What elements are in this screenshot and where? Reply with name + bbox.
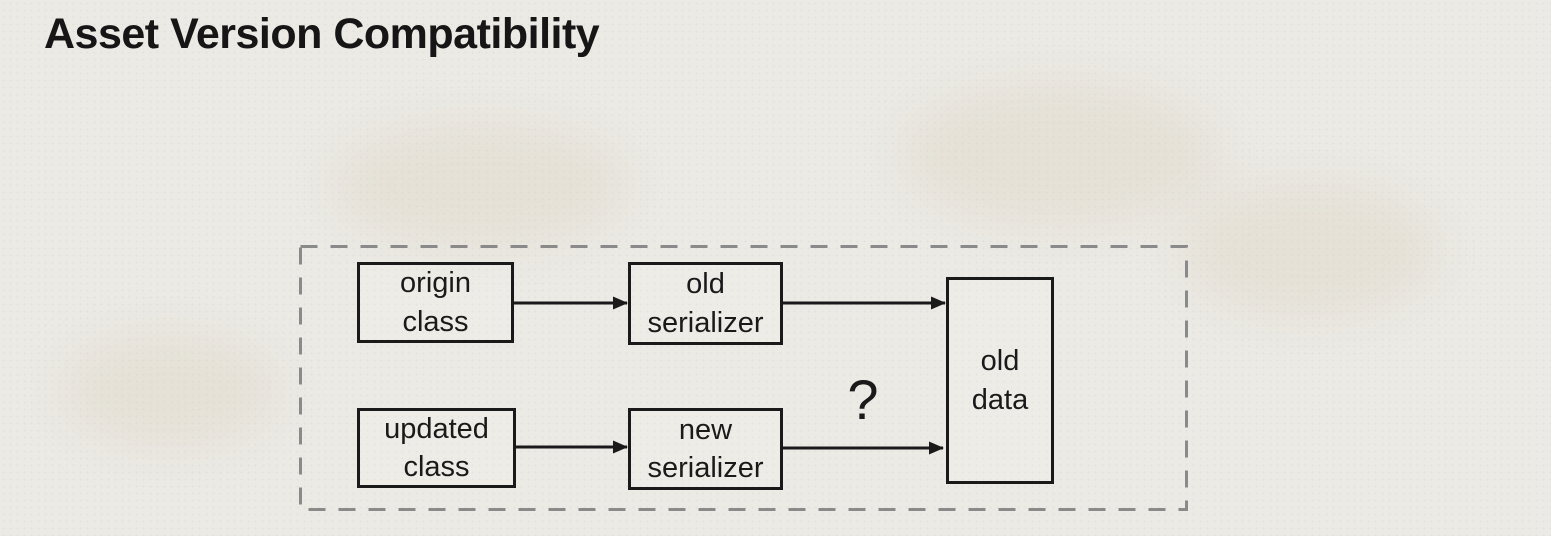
box-updated-class-label: updated class [384,412,489,483]
box-origin-class: origin class [357,262,514,343]
box-updated-class: updated class [357,408,516,488]
question-mark-label: ? [847,368,879,431]
box-origin-class-label: origin class [400,267,471,338]
box-old-data: old data [946,277,1054,484]
dashed-boundary-box [299,245,1188,511]
slide-title: Asset Version Compatibility [44,10,600,58]
box-old-serializer-label: old serializer [647,268,764,339]
box-old-serializer: old serializer [628,262,783,345]
box-new-serializer-label: new serializer [647,413,764,484]
box-old-data-label: old data [971,345,1029,416]
box-new-serializer: new serializer [628,408,783,490]
